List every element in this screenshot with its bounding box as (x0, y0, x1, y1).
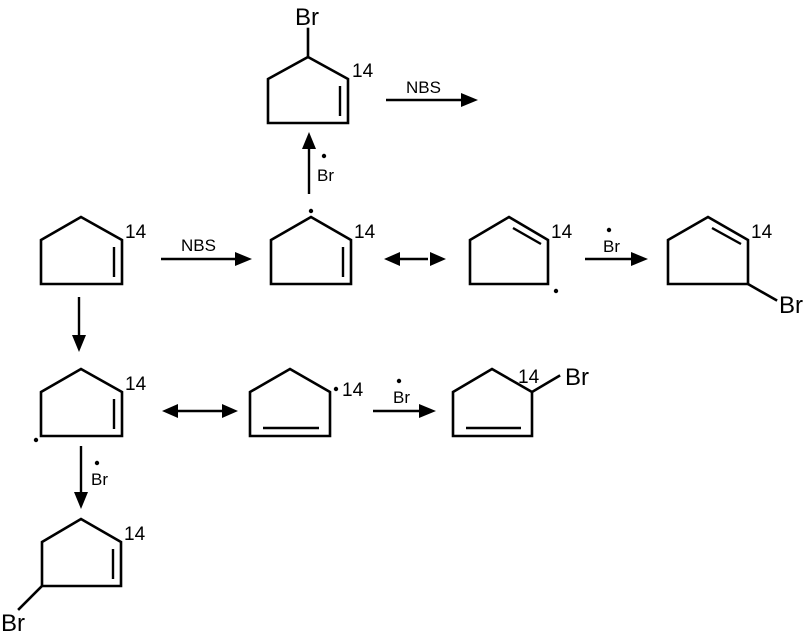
arrowhead (74, 492, 88, 509)
arrow-br-2: Br (373, 378, 436, 418)
molecule-allylic-radical-a: 14 (269, 208, 376, 286)
molecule-top-bromo-cyclopentene: Br 14 (266, 4, 374, 125)
arrowhead-right (430, 252, 446, 266)
radical-dot (308, 208, 314, 214)
isotope-label: 14 (125, 222, 147, 243)
ring (451, 367, 534, 438)
c-br-bond (746, 282, 778, 302)
br-label: Br (295, 4, 319, 31)
ring (40, 517, 123, 588)
molecule-product-a2: Br 14 (666, 215, 803, 319)
double-bond-line (512, 226, 542, 246)
radical-dot (333, 386, 339, 392)
ring (248, 367, 332, 438)
ring (39, 215, 124, 286)
double-bond-line (711, 226, 742, 246)
isotope-label: 14 (518, 367, 540, 388)
molecule-allylic-radical-b-resonance: 14 (248, 367, 364, 438)
arrow-nbs-top: NBS (386, 78, 478, 107)
molecule-product-b: Br 14 (1, 517, 146, 635)
arrowhead-right (222, 404, 238, 418)
arrow-down-1 (72, 297, 86, 352)
radical-dot (553, 288, 559, 294)
molecule-allylic-radical-b: 14 (33, 367, 147, 443)
reagent-label-nbs: NBS (406, 78, 441, 97)
reagent-label-br: Br (317, 166, 334, 185)
ring (666, 215, 750, 286)
ring (269, 215, 353, 286)
arrowhead-left (384, 252, 400, 266)
br-label: Br (779, 292, 803, 319)
arrow-br-1: Br (585, 227, 648, 266)
arrow-nbs-1: NBS (161, 236, 252, 266)
radical-dot (396, 378, 402, 384)
arrowhead-left (162, 404, 178, 418)
isotope-label: 14 (352, 61, 374, 82)
isotope-label: 14 (124, 524, 146, 545)
reagent-label-br: Br (393, 388, 410, 407)
c-br-bond (530, 374, 561, 394)
c-br-bond (17, 584, 44, 611)
radical-dot (94, 460, 100, 466)
radical-dot (606, 227, 612, 233)
br-label: Br (1, 610, 25, 635)
ring (39, 367, 124, 438)
reagent-label-br: Br (91, 470, 108, 489)
resonance-arrow-1 (384, 252, 446, 266)
arrowhead (235, 252, 252, 266)
arrowhead (631, 252, 648, 266)
isotope-label: 14 (342, 380, 364, 401)
resonance-arrow-2 (162, 404, 238, 418)
molecule-product-b2: Br 14 (451, 364, 589, 438)
arrowhead (302, 132, 316, 149)
radical-dot (321, 153, 327, 159)
arrow-br-down: Br (74, 446, 108, 509)
br-label: Br (565, 364, 589, 391)
isotope-label: 14 (354, 222, 376, 243)
radical-dot (33, 437, 39, 443)
arrowhead (461, 93, 478, 107)
reagent-label-br: Br (603, 237, 620, 256)
isotope-label: 14 (125, 374, 147, 395)
arrowhead (72, 335, 86, 352)
reagent-label-nbs: NBS (181, 236, 216, 255)
arrowhead (419, 404, 436, 418)
molecule-allylic-radical-a-resonance: 14 (468, 215, 573, 294)
arrow-br-up: Br (302, 132, 334, 194)
isotope-label: 14 (751, 222, 773, 243)
molecule-start-cyclopentene: 14 (39, 215, 147, 286)
ring (468, 215, 550, 286)
ring (266, 55, 350, 125)
isotope-label: 14 (551, 222, 573, 243)
